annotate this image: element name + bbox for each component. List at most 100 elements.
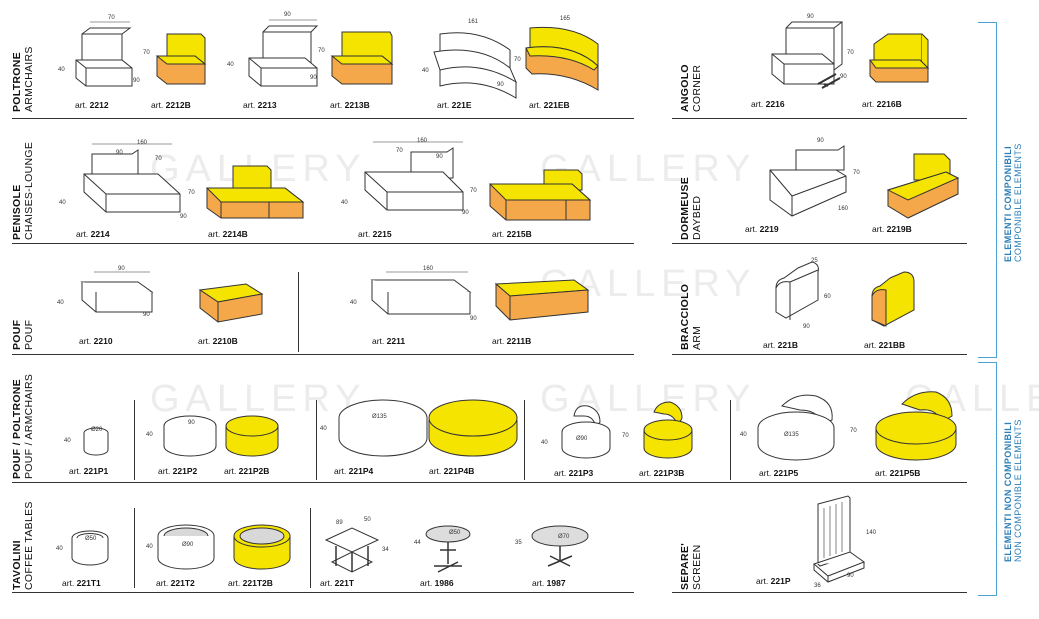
dimension-label: 165: [560, 16, 571, 22]
armchair-2213b-drawing: [330, 31, 394, 85]
art-prefix: art.: [492, 229, 505, 239]
dimension-label: 160: [423, 266, 434, 272]
pouf-2211-drawing: [370, 271, 472, 315]
table-1987-drawing: [531, 525, 589, 567]
dimension-label: 160: [838, 206, 849, 212]
article-label: art. 221EB: [529, 100, 570, 110]
art-code: 2219: [759, 224, 779, 234]
art-code: 221T1: [76, 578, 101, 588]
art-prefix: art.: [158, 466, 171, 476]
article-label: art. 221E: [437, 100, 472, 110]
section-title: ANGOLO: [679, 64, 691, 112]
divider: [12, 243, 634, 244]
art-code: 2216B: [876, 99, 902, 109]
dimension-label: 70: [396, 148, 403, 154]
dimension-label: 70: [622, 433, 629, 439]
section-subtitle: COFFEE TABLES: [22, 501, 35, 590]
article-label: art. 221BB: [864, 340, 905, 350]
art-prefix: art.: [243, 100, 256, 110]
section-title: BRACCIOLO: [679, 283, 691, 350]
art-code: 221P3B: [653, 468, 685, 478]
arm-221b-drawing: [775, 261, 819, 320]
article-label: art. 2216B: [862, 99, 902, 109]
dimension-label: Ø135: [784, 432, 799, 438]
art-prefix: art.: [875, 468, 888, 478]
section-heading: POUF / POLTRONE POUF / ARMCHAIRS: [11, 374, 35, 479]
art-prefix: art.: [330, 100, 343, 110]
section-subtitle: DAYBED: [690, 195, 703, 240]
article-label: art. 2210B: [198, 336, 238, 346]
art-code: 221T2: [170, 578, 195, 588]
art-prefix: art.: [554, 468, 567, 478]
art-prefix: art.: [756, 576, 769, 586]
art-prefix: art.: [751, 99, 764, 109]
art-code: 2212B: [165, 100, 191, 110]
armchair-221p5b-drawing: [875, 391, 957, 461]
article-label: art. 221P2: [158, 466, 197, 476]
dimension-label: 40: [57, 300, 64, 306]
art-code: 2216: [765, 99, 785, 109]
dimension-label: Ø135: [372, 414, 387, 420]
section-title: POUF / POLTRONE: [11, 379, 23, 479]
dimension-label: 89: [336, 520, 343, 526]
group-label: ELEMENTI COMPONIBILI COMPONIBLE ELEMENTS: [1003, 143, 1023, 262]
art-code: 221EB: [543, 100, 570, 110]
group-title: ELEMENTI NON COMPONIBILI: [1003, 421, 1013, 562]
art-code: 2214: [90, 229, 110, 239]
art-code: 2214B: [222, 229, 248, 239]
dimension-label: 90: [807, 14, 814, 20]
art-prefix: art.: [872, 224, 885, 234]
section-title: DORMEUSE: [679, 176, 691, 240]
pouf-221p4b-drawing: [428, 399, 518, 457]
divider: [524, 400, 525, 480]
art-code: 2215: [372, 229, 392, 239]
art-code: 2210: [93, 336, 113, 346]
chaise-2214-drawing: [83, 143, 181, 213]
art-prefix: art.: [224, 466, 237, 476]
art-prefix: art.: [492, 336, 505, 346]
article-label: art. 221P: [756, 576, 791, 586]
art-prefix: art.: [372, 336, 385, 346]
section-heading: PENISOLE CHAISES-LOUNGE: [11, 142, 35, 240]
dimension-label: 60: [824, 294, 831, 300]
dimension-label: 40: [64, 438, 71, 444]
pouf-221p4-drawing: [338, 399, 428, 457]
art-code: 221P3: [568, 468, 594, 478]
article-label: art. 221T2B: [228, 578, 273, 588]
dimension-label: 90: [188, 420, 195, 426]
section-title: POLTRONE: [11, 52, 23, 112]
dimension-label: 90: [847, 573, 854, 579]
section-subtitle: ARMCHAIRS: [22, 46, 35, 112]
section-subtitle: ARM: [690, 325, 703, 350]
art-code: 221P4B: [443, 466, 475, 476]
dimension-label: 90: [133, 78, 140, 84]
dimension-label: 70: [853, 170, 860, 176]
art-code: 221T: [334, 578, 355, 588]
dimension-label: 160: [137, 140, 148, 146]
dimension-label: 70: [188, 190, 195, 196]
art-code: 1987: [546, 578, 566, 588]
dimension-label: Ø90: [182, 542, 194, 548]
dimension-label: 160: [417, 138, 428, 144]
section-title: POUF: [11, 319, 23, 350]
chaise-2214b-drawing: [205, 165, 305, 219]
article-label: art. 2213B: [330, 100, 370, 110]
article-label: art. 2215B: [492, 229, 532, 239]
section-heading: DORMEUSE DAYBED: [679, 176, 703, 240]
article-label: art. 2211: [372, 336, 405, 346]
section-heading: SEPARE' SCREEN: [679, 543, 703, 590]
art-code: 221B: [777, 340, 798, 350]
dimension-label: 90: [470, 316, 477, 322]
divider: [12, 354, 634, 355]
section-heading: POUF POUF: [11, 319, 35, 350]
art-code: 221P2: [172, 466, 198, 476]
art-prefix: art.: [862, 99, 875, 109]
art-prefix: art.: [69, 466, 82, 476]
art-prefix: art.: [334, 466, 347, 476]
divider: [672, 243, 967, 244]
dimension-label: 40: [146, 432, 153, 438]
dimension-label: Ø20: [91, 427, 103, 433]
group-title: ELEMENTI COMPONIBILI: [1003, 146, 1013, 262]
section-title: TAVOLINI: [11, 540, 23, 590]
article-label: art. 2215: [358, 229, 392, 239]
